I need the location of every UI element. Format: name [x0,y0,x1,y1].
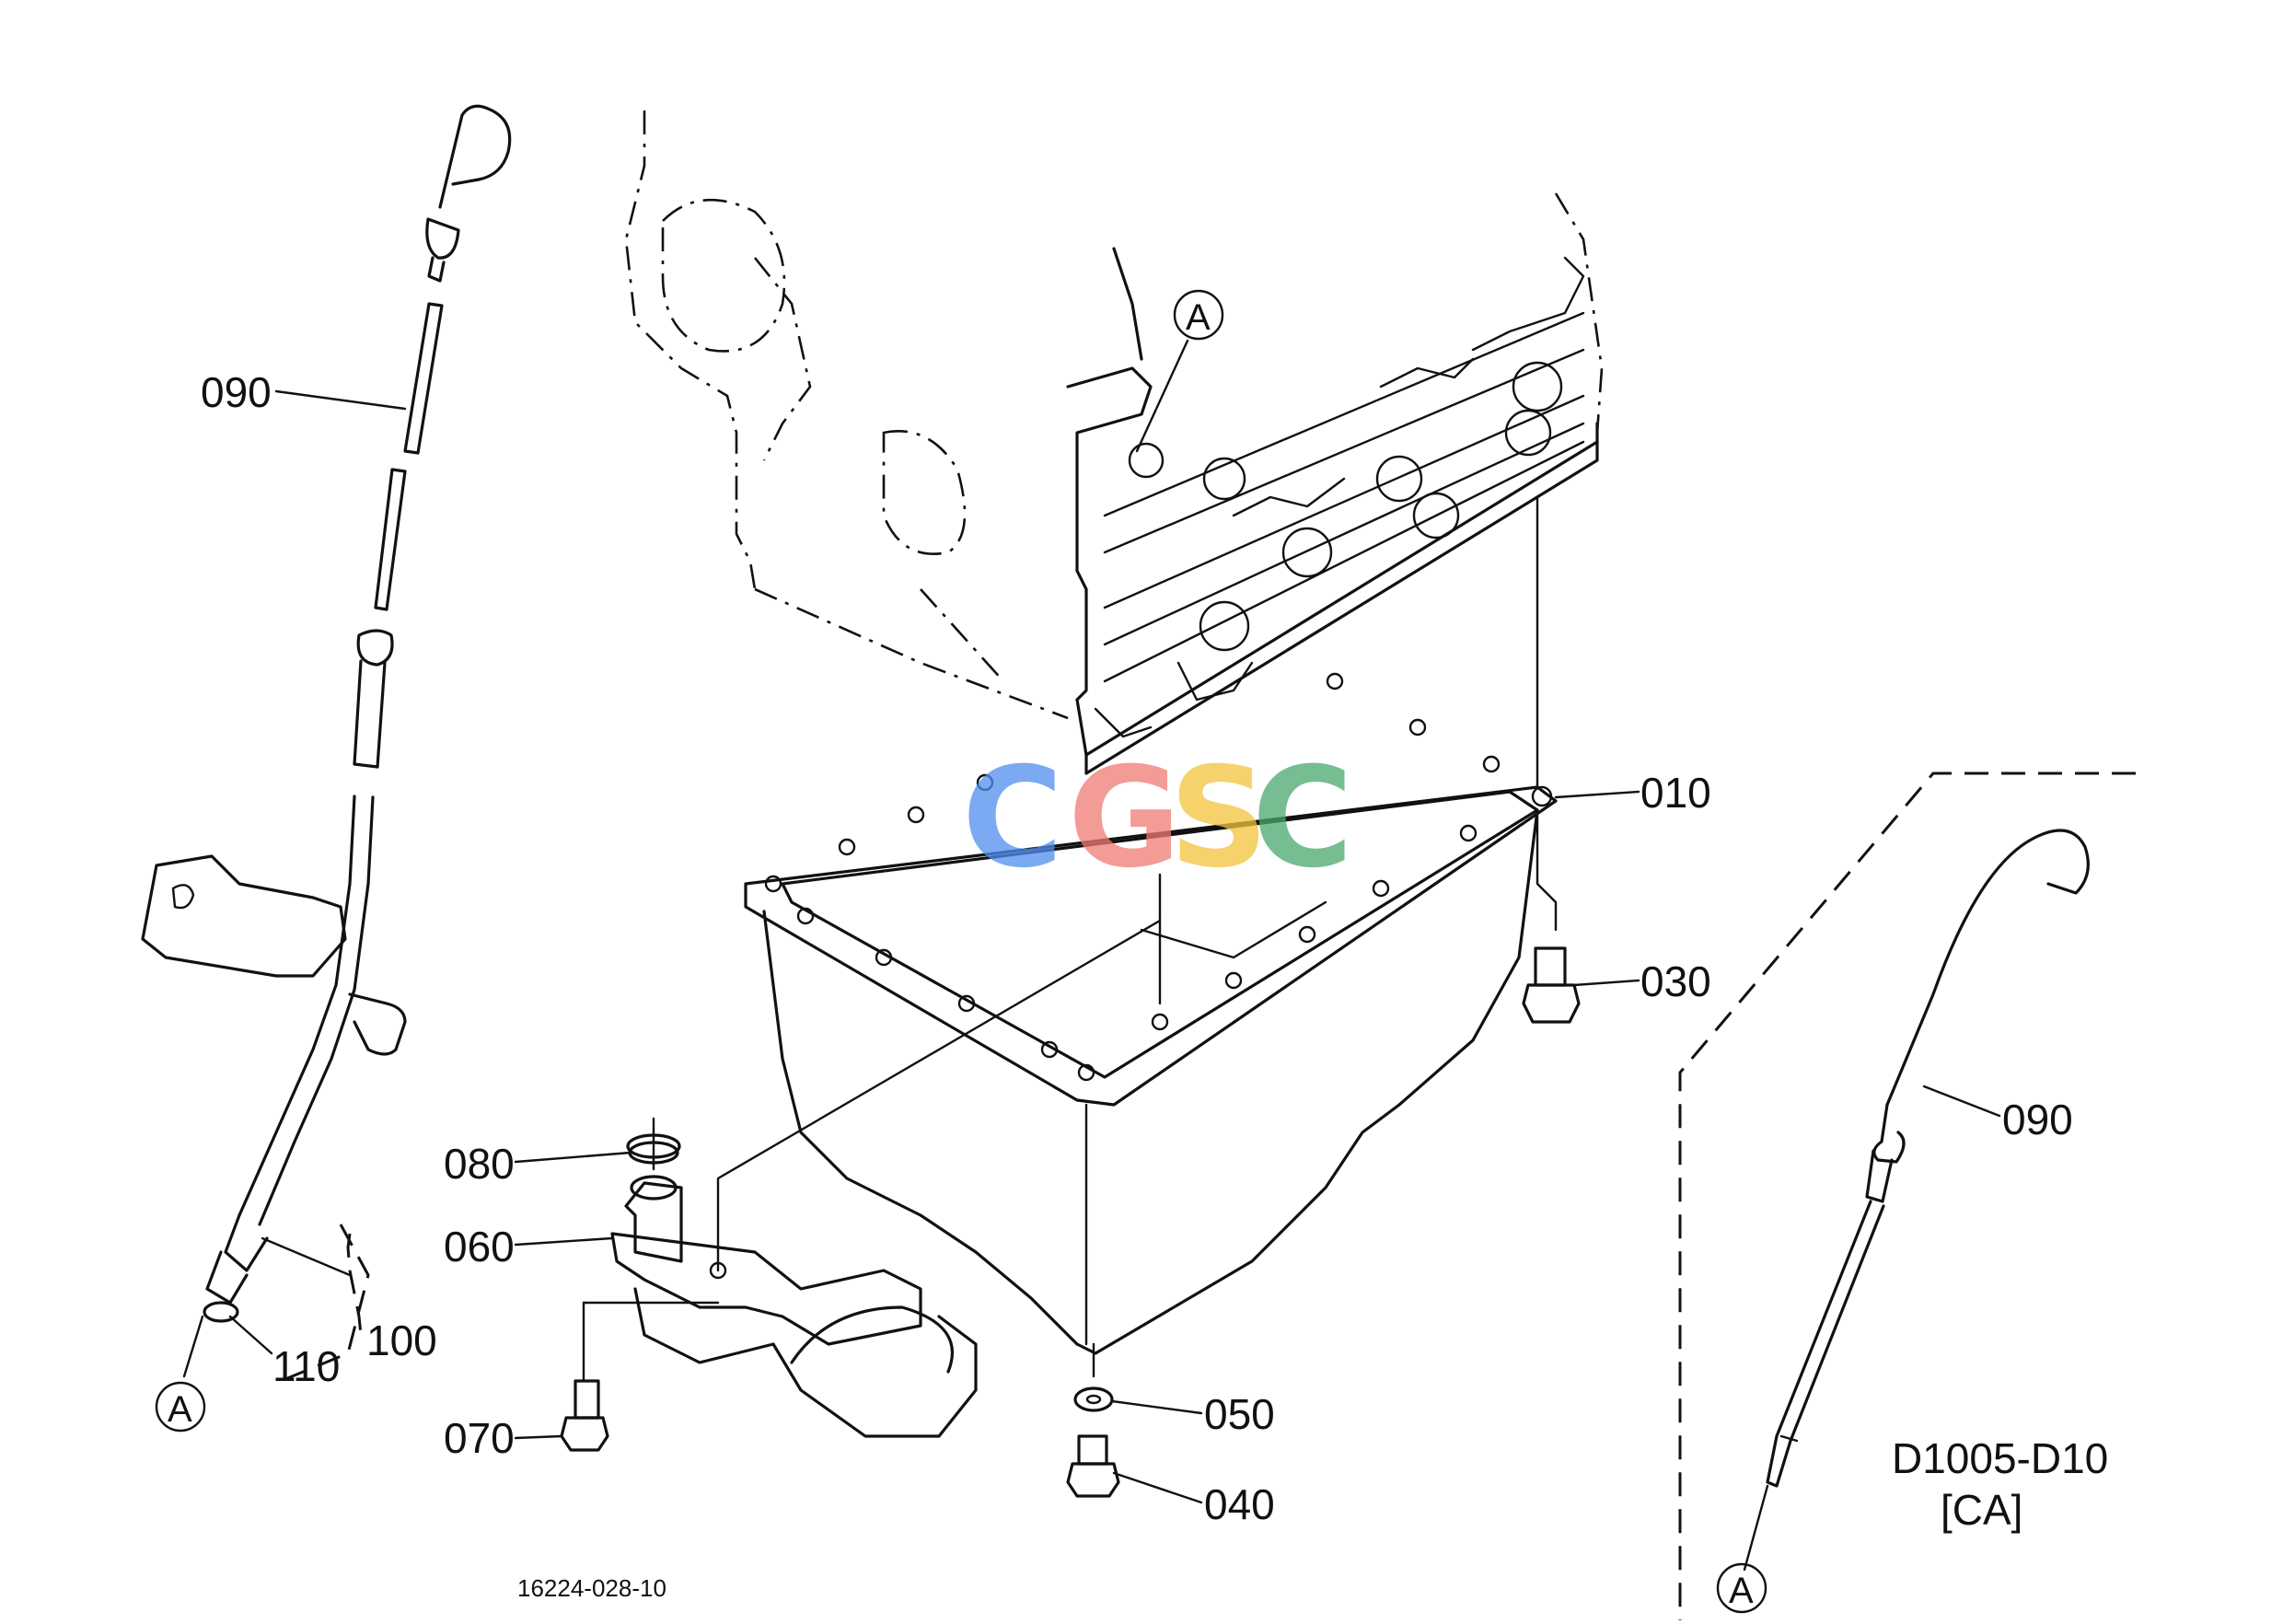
callout-090-right: 090 [2002,1096,2073,1143]
ref-a-right: A [1716,1562,1767,1614]
model-line-1: D1005-D10 [1892,1434,2108,1482]
watermark-letter-g: G [1068,738,1181,899]
oil-pan-bolt-holes [764,672,1553,1082]
ref-a-left: A [155,1381,206,1433]
callout-050: 050 [1204,1390,1275,1438]
leader-lines [182,339,2001,1572]
svg-text:A: A [1186,297,1211,338]
callout-060: 060 [444,1223,515,1270]
engine-block-lower [1066,247,1599,775]
part-callouts: 010 030 040 050 060 070 080 090 090 100 … [201,368,2073,1528]
callout-040: 040 [1204,1480,1275,1528]
callout-100: 100 [366,1317,437,1364]
svg-text:A: A [1729,1571,1754,1611]
ref-a-top: A [1173,289,1224,341]
watermark-letter-c2: C [1252,738,1353,899]
cgsc-watermark: C G S C [962,738,1353,899]
dipstick-right-variant [1678,771,2136,1620]
dipstick-left-assembly [141,104,512,1323]
engine-block-phantom [624,110,1604,720]
plug-040 [1066,1434,1120,1498]
svg-text:A: A [168,1389,192,1430]
callout-070: 070 [444,1414,515,1462]
reference-markers: A A A [155,289,1767,1614]
callout-080: 080 [444,1140,515,1188]
callout-110: 110 [272,1342,340,1390]
watermark-letter-c: C [962,738,1063,899]
bolt-030 [1522,946,1581,1024]
model-label: D1005-D10 [CA] [1892,1434,2108,1534]
callout-010: 010 [1640,769,1711,817]
drawing-number: 16224-028-10 [517,1574,666,1602]
model-line-2: [CA] [1941,1486,2022,1534]
callout-030: 030 [1640,957,1711,1005]
callout-090-left: 090 [201,368,272,416]
watermark-letter-s: S [1169,738,1269,899]
oil-strainer [610,919,1162,1438]
washer-050 [1073,1386,1114,1412]
bolt-070 [560,1379,609,1452]
